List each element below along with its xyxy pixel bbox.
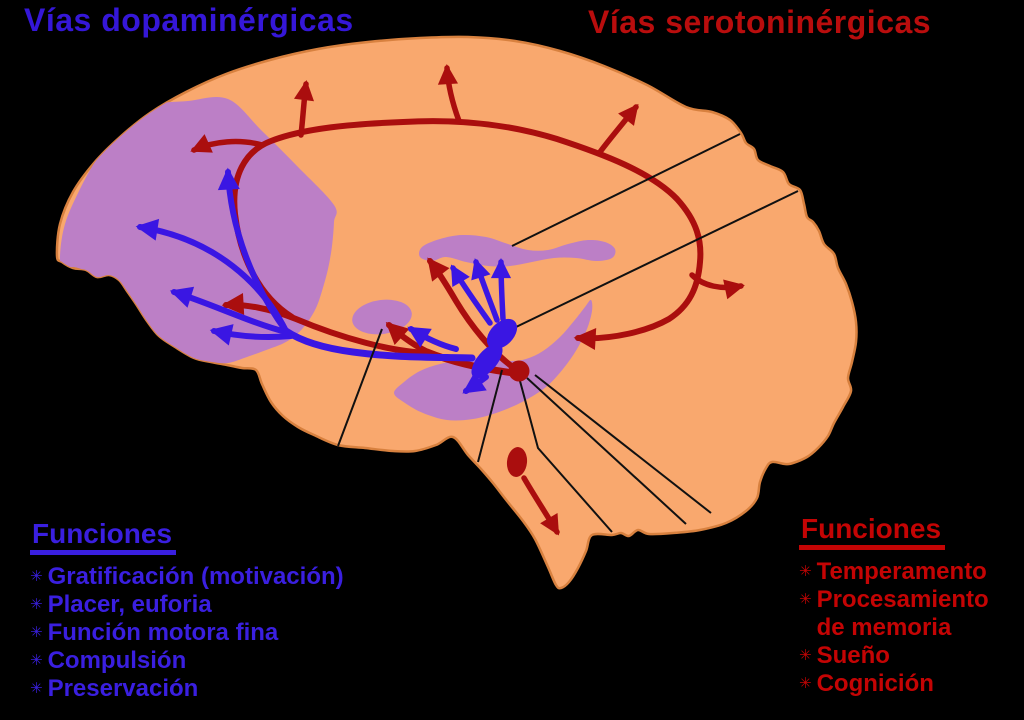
legend-item: ✳Función motora fina: [30, 619, 279, 647]
leader-line-nucleus-accumbens: [337, 328, 383, 447]
legend-serotonin-functions: Funciones ✳Temperamento✳Procesamiento de…: [799, 514, 1019, 698]
asterisk-bullet-icon: ✳: [30, 596, 43, 614]
asterisk-bullet-icon: ✳: [30, 680, 43, 698]
legend-item: ✳Temperamento: [799, 558, 987, 586]
legend-item: ✳Procesamiento de memoria: [799, 586, 989, 642]
legend-item: ✳Compulsión: [30, 647, 187, 675]
dopamine-pathways: [135, 167, 512, 394]
asterisk-bullet-icon: ✳: [799, 647, 812, 665]
leader-line-raphe-2: [526, 377, 687, 525]
leader-lines: [337, 133, 799, 533]
substantia-nigra-nucleus: [471, 343, 503, 379]
title-dopamine-pathways: Vías dopaminérgicas: [24, 2, 354, 38]
caudal-raphe-nucleus: [506, 447, 528, 477]
asterisk-bullet-icon: ✳: [799, 675, 812, 693]
asterisk-bullet-icon: ✳: [30, 624, 43, 642]
leader-line-striatum: [511, 133, 741, 247]
serotonin-pathways: [190, 63, 745, 536]
nuclei: [471, 318, 530, 477]
leader-line-raphe-3: [534, 374, 712, 514]
vta-nucleus: [486, 318, 518, 350]
striatum-region: [419, 234, 616, 267]
leader-line-vta: [515, 190, 799, 328]
raphe-nucleus: [508, 360, 530, 382]
legend-item: ✳Placer, euforia: [30, 591, 212, 619]
leader-line-raphe-1: [519, 380, 613, 533]
legend-item: ✳Preservación: [30, 675, 199, 703]
legend-dopamine-functions: Funciones ✳Gratificación (motivación)✳Pl…: [30, 519, 430, 703]
asterisk-bullet-icon: ✳: [30, 568, 43, 586]
title-serotonin-pathways: Vías serotoninérgicas: [588, 4, 932, 40]
legend-heading-left: Funciones: [30, 519, 177, 556]
asterisk-bullet-icon: ✳: [799, 591, 812, 609]
legend-item: ✳Cognición: [799, 670, 934, 698]
asterisk-bullet-icon: ✳: [30, 652, 43, 670]
legend-heading-right: Funciones: [799, 514, 946, 551]
legend-item: ✳Gratificación (motivación): [30, 563, 344, 591]
asterisk-bullet-icon: ✳: [799, 563, 812, 581]
legend-items-left: ✳Gratificación (motivación)✳Placer, eufo…: [30, 563, 430, 703]
leader-line-substantia-nigra: [477, 369, 503, 463]
legend-items-right: ✳Temperamento✳Procesamiento de memoria✳S…: [799, 558, 1019, 698]
legend-item: ✳Sueño: [799, 642, 890, 670]
